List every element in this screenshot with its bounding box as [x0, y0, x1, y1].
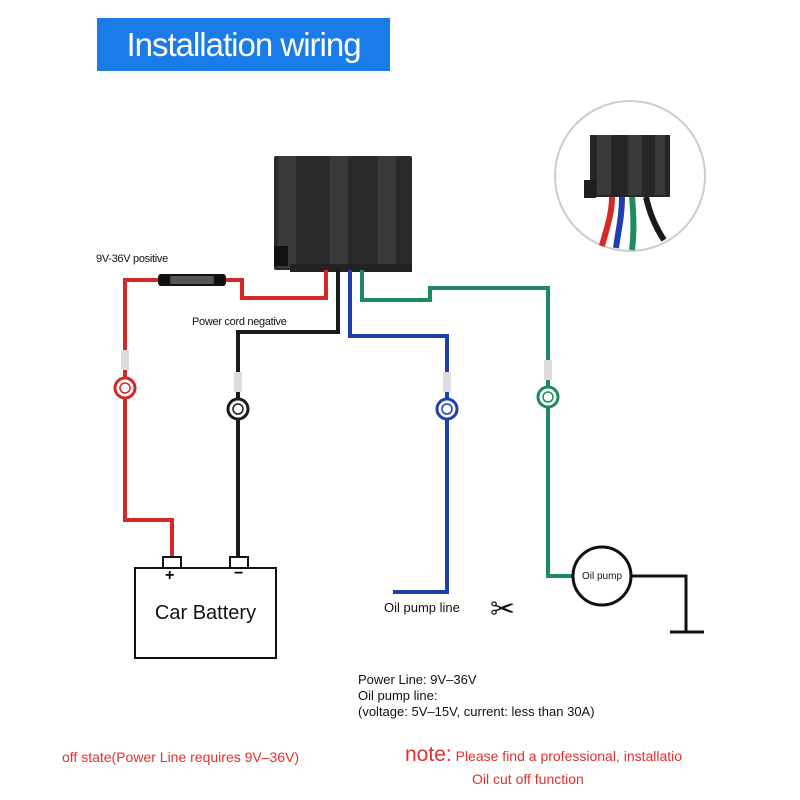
- battery-label: Car Battery: [154, 601, 257, 624]
- car-battery: Car Battery: [134, 567, 277, 659]
- pump-ground-wire: [631, 574, 688, 632]
- fuse: [158, 274, 226, 286]
- red-wire: [123, 270, 328, 557]
- note-text: Please find a professional, installatio: [451, 748, 683, 764]
- spec-line-2: Oil pump line:: [358, 688, 438, 703]
- positive-label: 9V-36V positive: [96, 253, 168, 265]
- terminal-ring-blue: [435, 372, 459, 421]
- oil-pump-line-label: Oil pump line: [384, 600, 460, 615]
- terminal-ring-black: [226, 372, 250, 421]
- note-heading: note:: [405, 743, 452, 766]
- scissors-icon: ✂: [490, 593, 516, 626]
- spec-block: Power Line: 9V–36V Oil pump line: (volta…: [358, 672, 595, 720]
- blue-wire: [348, 270, 449, 594]
- title-banner: Installation wiring: [97, 18, 390, 71]
- terminal-ring-green: [536, 360, 560, 409]
- spec-line-3: (voltage: 5V–15V, current: less than 30A…: [358, 704, 595, 719]
- negative-label: Power cord negative: [192, 316, 287, 328]
- note-line-2: Oil cut off function: [472, 771, 584, 787]
- oil-pump-label-wrap: Oil pump: [572, 548, 632, 604]
- off-state-note: off state(Power Line requires 9V–36V): [62, 749, 300, 765]
- terminal-ring-red: [113, 350, 137, 400]
- connector-photo: [554, 100, 706, 252]
- oil-pump-label: Oil pump: [581, 570, 622, 582]
- battery-plus-sign: +: [165, 567, 175, 584]
- note-block: note: Please find a professional, instal…: [405, 743, 682, 767]
- spec-line-1: Power Line: 9V–36V: [358, 672, 477, 687]
- relay-module: [274, 156, 412, 272]
- green-wire: [360, 270, 574, 578]
- battery-minus-sign: −: [234, 565, 244, 582]
- page-title: Installation wiring: [126, 25, 361, 63]
- black-wire: [236, 270, 340, 557]
